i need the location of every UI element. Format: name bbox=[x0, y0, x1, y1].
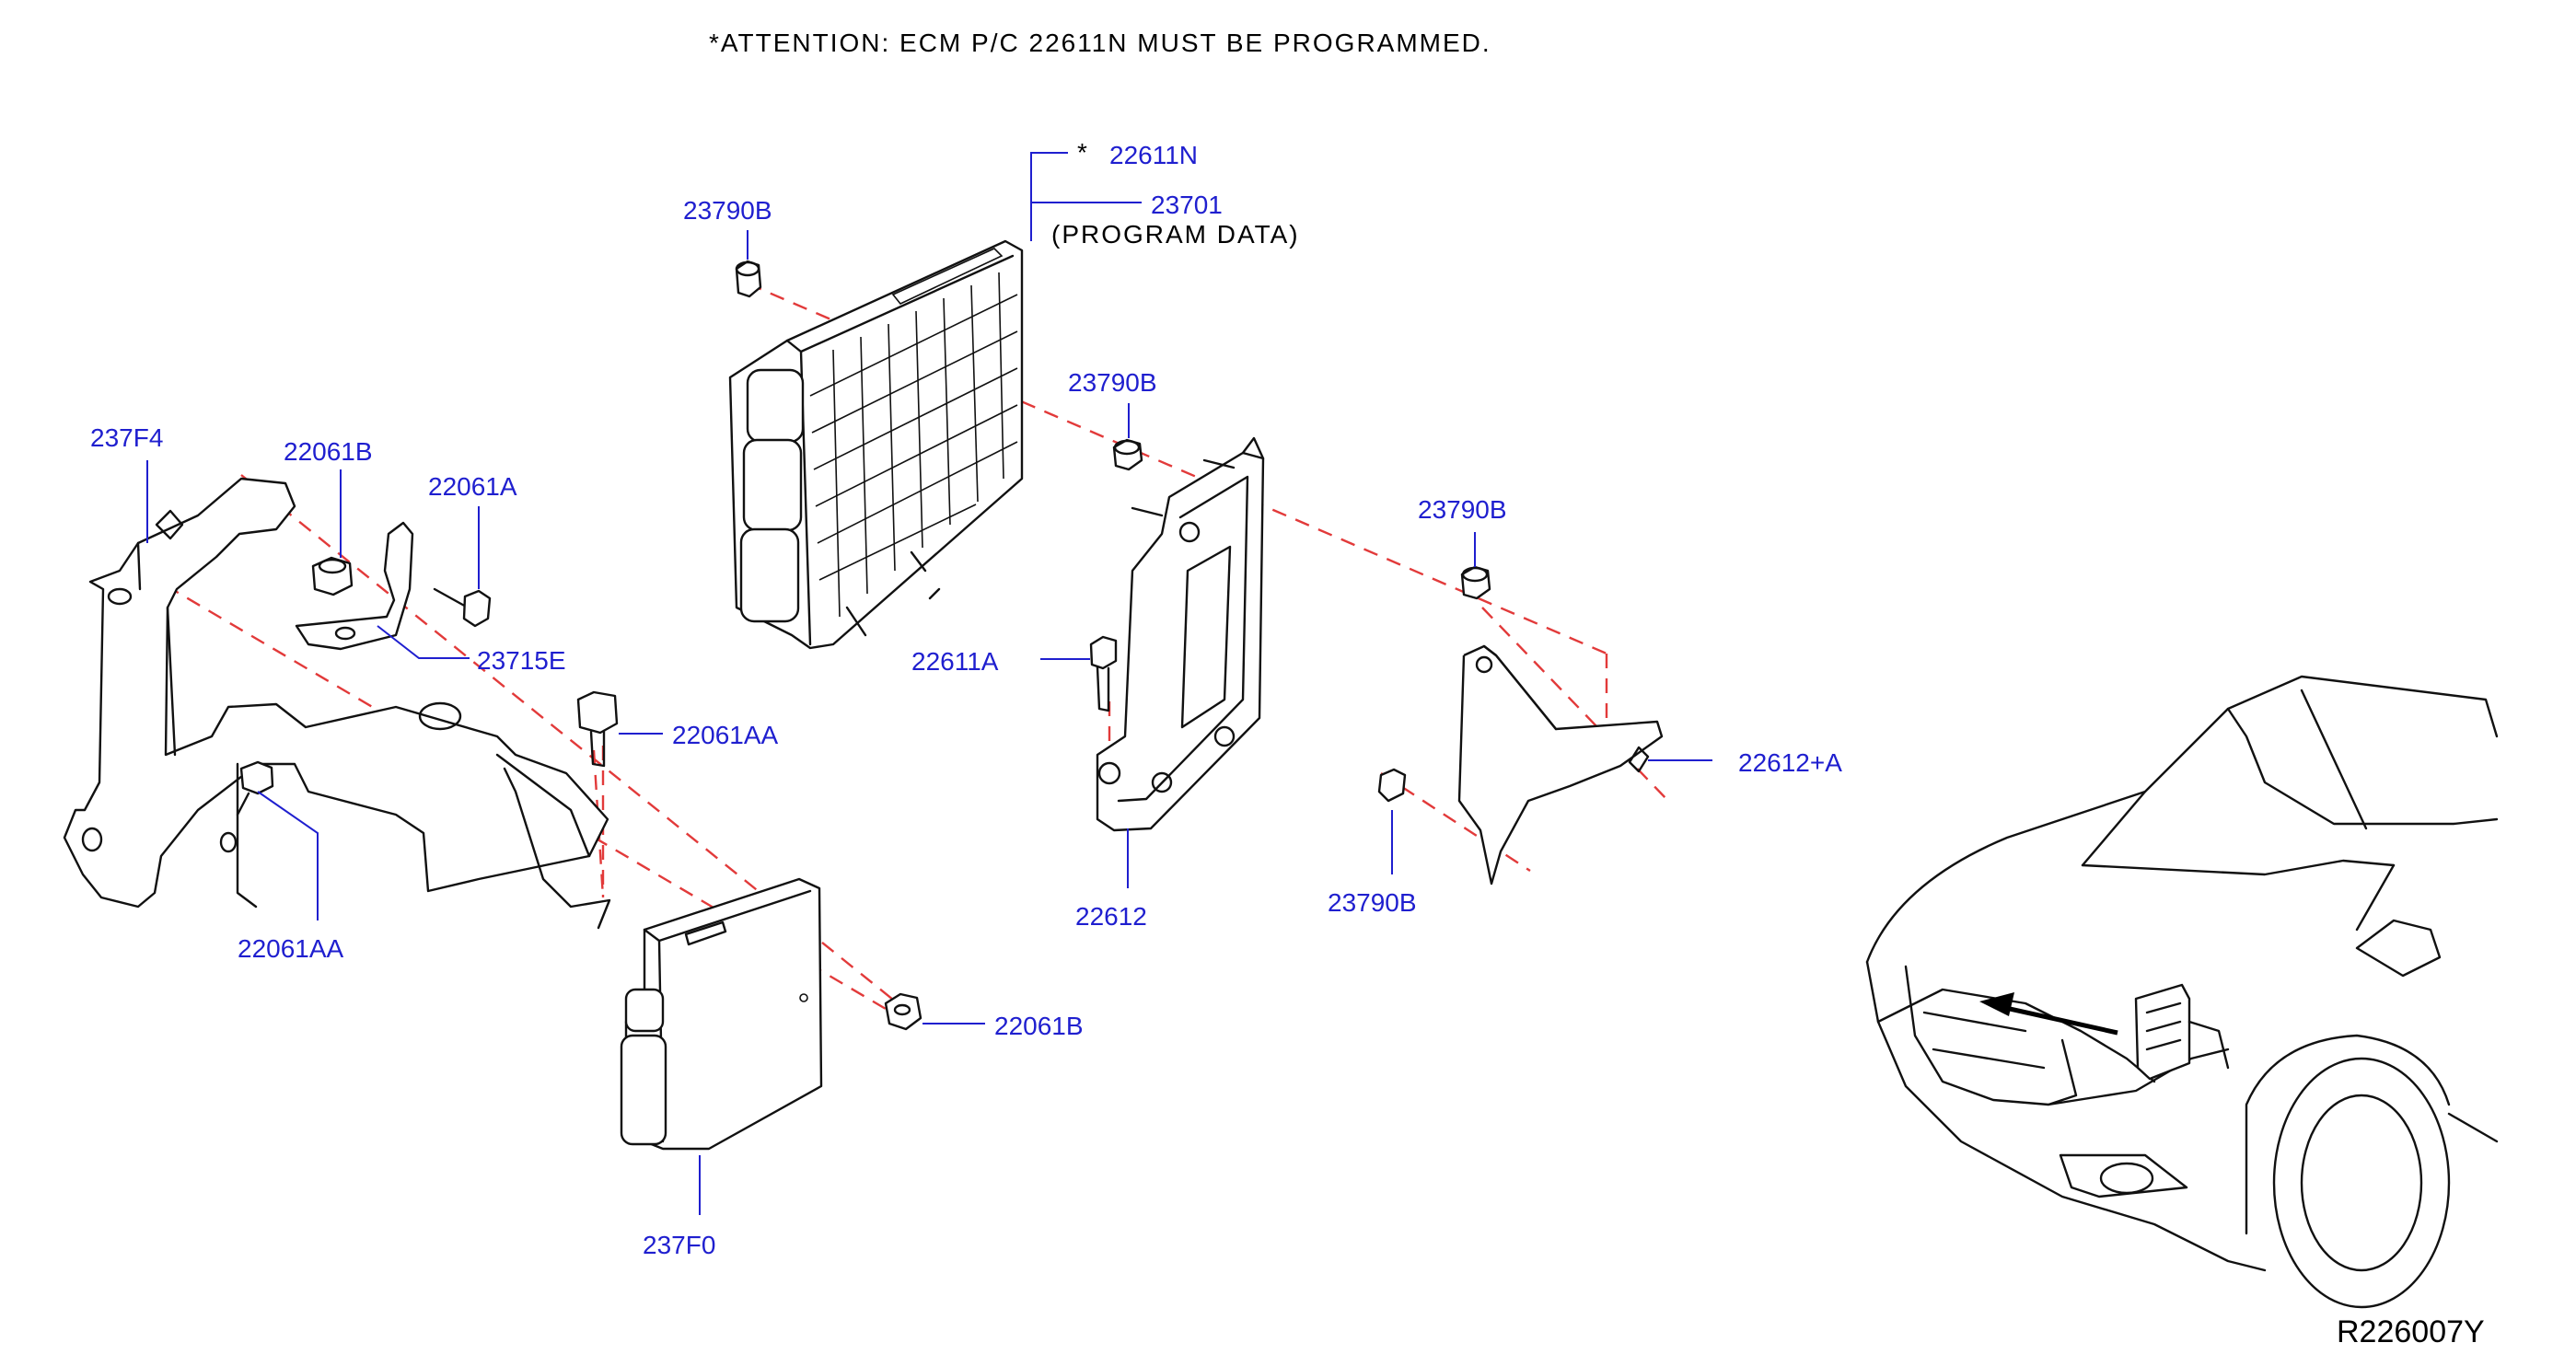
label-22061b-upper: 22061B bbox=[284, 437, 373, 466]
label-237f4: 237F4 bbox=[90, 423, 163, 452]
label-23790b-top: 23790B bbox=[683, 196, 772, 225]
label-22061aa-upper: 22061AA bbox=[672, 721, 779, 749]
label-23790b-right: 23790B bbox=[1418, 495, 1507, 524]
label-22611n: 22611N bbox=[1109, 141, 1198, 169]
ecm-bracket-22612a[interactable] bbox=[1457, 644, 1664, 886]
label-237f0: 237F0 bbox=[643, 1231, 715, 1259]
label-22612: 22612 bbox=[1075, 902, 1147, 931]
bracket-237f4[interactable] bbox=[63, 477, 611, 930]
nut-23790b-top[interactable] bbox=[735, 260, 762, 298]
ecm-heat-sink-grid bbox=[809, 248, 1018, 618]
attention-note: *ATTENTION: ECM P/C 22611N MUST BE PROGR… bbox=[709, 29, 1491, 57]
label-23790b-lower: 23790B bbox=[1328, 888, 1417, 917]
label-23701-note: (PROGRAM DATA) bbox=[1051, 220, 1300, 249]
bracket-23715e[interactable] bbox=[295, 521, 414, 651]
label-22611a: 22611A bbox=[911, 647, 999, 676]
label-22611n-marker: * bbox=[1077, 138, 1089, 167]
control-unit-237f0[interactable] bbox=[620, 877, 823, 1151]
label-22612a: 22612+A bbox=[1738, 748, 1842, 777]
nut-23790b-mid[interactable] bbox=[1112, 438, 1143, 471]
leader-lines bbox=[146, 152, 1712, 1215]
bolt-22061a[interactable] bbox=[433, 587, 492, 628]
nut-22061b-upper[interactable] bbox=[311, 556, 354, 596]
ecm-connector-block bbox=[739, 368, 805, 623]
label-23715e: 23715E bbox=[477, 646, 566, 675]
diagram-ref-number: R226007Y bbox=[2337, 1314, 2485, 1349]
ecm-bracket-22612[interactable] bbox=[1096, 436, 1265, 832]
label-22061b-lower: 22061B bbox=[994, 1012, 1084, 1040]
nut-22061b-lower[interactable] bbox=[884, 992, 922, 1031]
ecm-module-22611n[interactable] bbox=[728, 239, 1024, 650]
vehicle-location-view bbox=[1865, 675, 2499, 1309]
clip-23790b-lower[interactable] bbox=[1377, 768, 1407, 803]
label-23701: 23701 bbox=[1151, 191, 1223, 219]
nut-23790b-right[interactable] bbox=[1460, 565, 1491, 600]
label-22061a: 22061A bbox=[428, 472, 517, 501]
label-23790b-mid: 23790B bbox=[1068, 368, 1157, 397]
bolt-22611a[interactable] bbox=[1089, 635, 1118, 712]
bolt-22061aa-lower[interactable] bbox=[236, 760, 274, 816]
label-22061aa-lower: 22061AA bbox=[238, 934, 344, 963]
arrow-head-icon bbox=[1979, 992, 2014, 1016]
bolt-22061aa-upper[interactable] bbox=[576, 690, 619, 768]
